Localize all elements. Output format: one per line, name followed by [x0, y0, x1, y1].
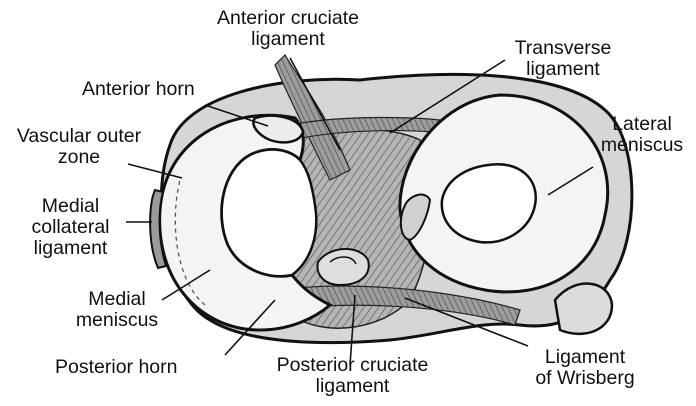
label-wrisberg-line2: of Wrisberg	[520, 368, 650, 389]
label-posterior-cruciate: Posterior cruciate ligament	[255, 355, 450, 397]
label-pcl-line2: ligament	[255, 376, 450, 397]
label-transverse-line2: ligament	[488, 59, 638, 80]
posterior-attachment	[317, 249, 368, 285]
label-medial-meniscus: Medial meniscus	[62, 289, 172, 331]
label-wrisberg-line1: Ligament	[520, 347, 650, 368]
label-mcl-line1: Medial	[18, 196, 123, 217]
label-medial-line1: Medial	[62, 289, 172, 310]
label-lateral-line1: Lateral	[592, 114, 692, 135]
label-lateral-line2: meniscus	[592, 135, 692, 156]
label-medial-line2: meniscus	[62, 310, 172, 331]
label-lateral-meniscus: Lateral meniscus	[592, 114, 692, 156]
label-posterior-horn: Posterior horn	[55, 357, 177, 378]
label-posterior-horn-text: Posterior horn	[55, 357, 177, 378]
label-transverse-line1: Transverse	[488, 38, 638, 59]
label-acl-line1: Anterior cruciate	[193, 8, 383, 29]
posterior-bump	[555, 284, 612, 334]
medial-meniscus-inner	[222, 150, 317, 277]
label-anterior-cruciate: Anterior cruciate ligament	[193, 8, 383, 50]
label-vascular-line2: zone	[4, 147, 154, 168]
label-anterior-horn-text: Anterior horn	[82, 79, 195, 100]
label-medial-collateral-ligament: Medial collateral ligament	[18, 196, 123, 259]
label-ligament-of-wrisberg: Ligament of Wrisberg	[520, 347, 650, 389]
label-mcl-line3: ligament	[18, 238, 123, 259]
label-transverse-ligament: Transverse ligament	[488, 38, 638, 80]
label-acl-line2: ligament	[193, 29, 383, 50]
label-vascular-line1: Vascular outer	[4, 126, 154, 147]
label-vascular-outer-zone: Vascular outer zone	[4, 126, 154, 168]
label-pcl-line1: Posterior cruciate	[255, 355, 450, 376]
label-anterior-horn: Anterior horn	[82, 79, 195, 100]
label-mcl-line2: collateral	[18, 217, 123, 238]
